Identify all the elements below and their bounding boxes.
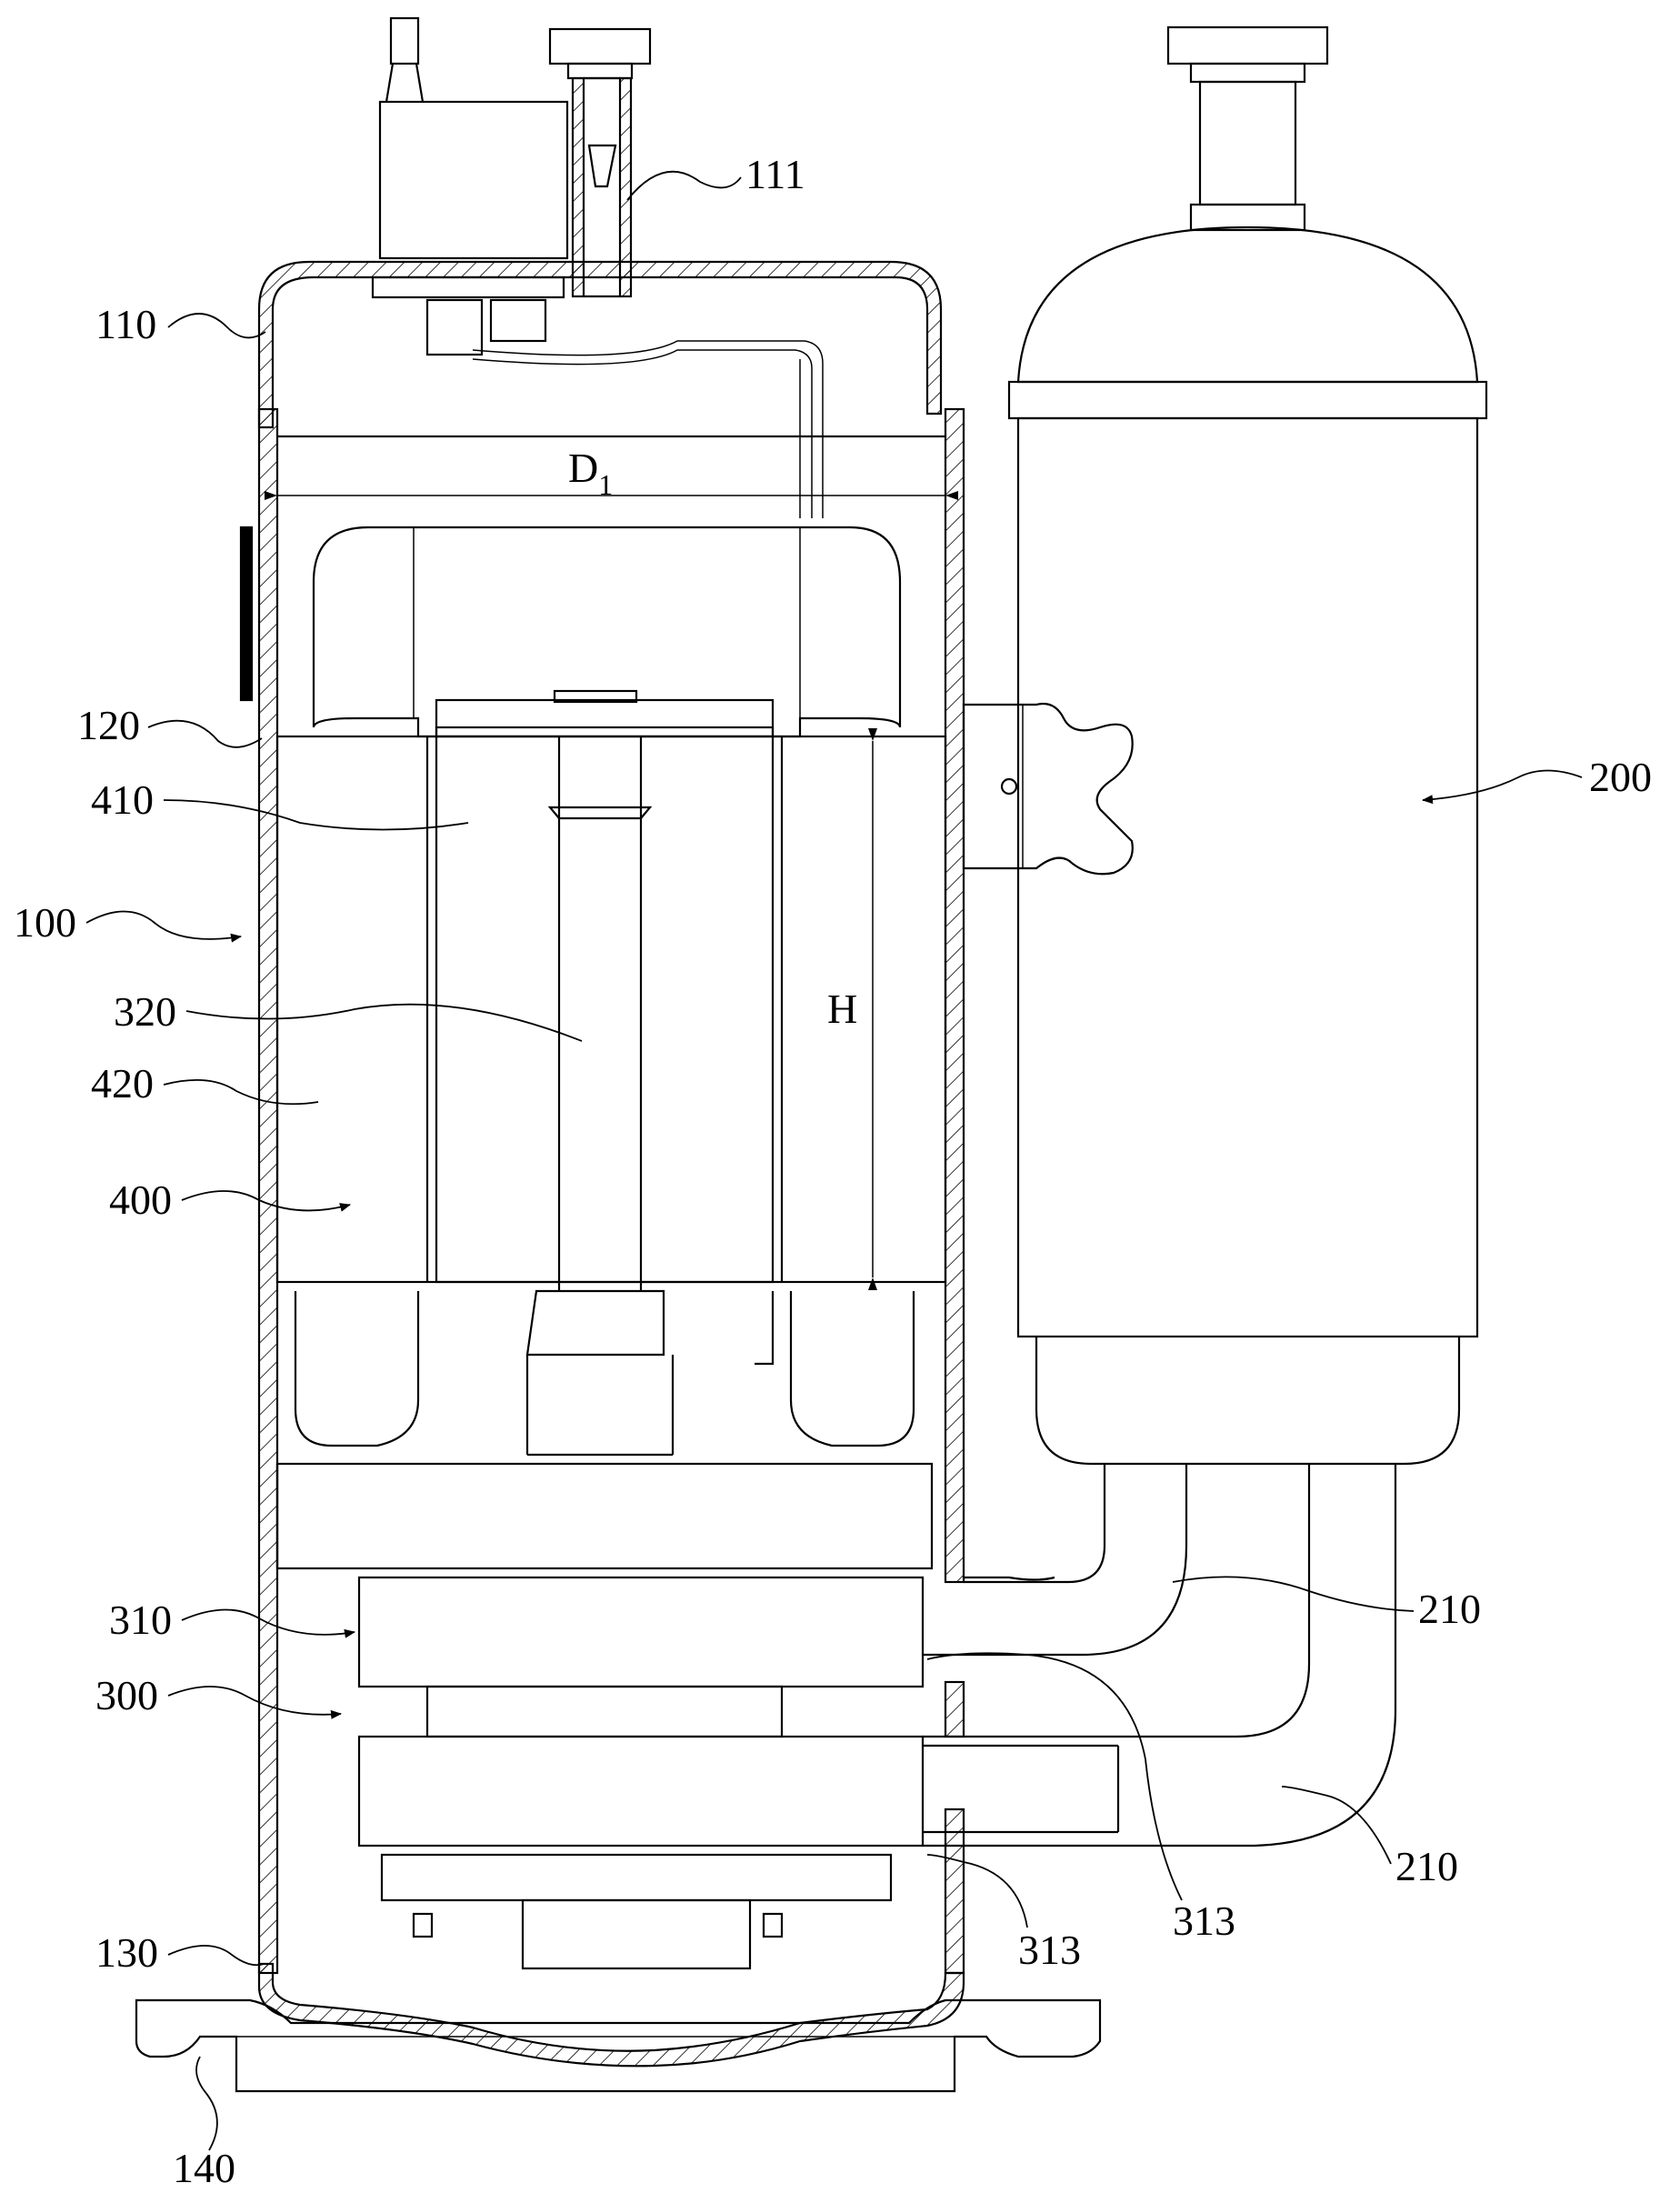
pump-body	[357, 1576, 925, 1970]
main-shell	[239, 407, 965, 1975]
label-210-upper: 210	[1418, 1586, 1481, 1632]
label-100: 100	[14, 899, 76, 946]
mounting-base	[135, 1998, 1102, 2093]
terminal-assembly	[371, 16, 824, 518]
label-110: 110	[95, 301, 156, 347]
label-130: 130	[95, 1929, 158, 1976]
upper-cap	[257, 260, 943, 429]
label-140: 140	[173, 2145, 235, 2191]
label-313-left: 313	[1018, 1927, 1081, 1973]
dim-d-label: D1	[568, 445, 613, 501]
label-420: 420	[91, 1060, 154, 1107]
label-300: 300	[95, 1672, 158, 1718]
label-313-right: 313	[1173, 1898, 1235, 1944]
label-111: 111	[745, 151, 805, 197]
label-310: 310	[109, 1597, 172, 1643]
label-210-lower: 210	[1395, 1843, 1458, 1889]
label-200: 200	[1589, 754, 1652, 800]
label-410: 410	[91, 776, 154, 823]
upper-frame	[312, 526, 902, 738]
accumulator	[962, 25, 1488, 1466]
label-120: 120	[77, 702, 140, 748]
dim-h-label: H	[827, 986, 857, 1032]
dimension-d1: D1	[265, 445, 958, 501]
lower-frame	[294, 1291, 915, 1447]
crankshaft	[525, 736, 675, 1457]
dimension-h: H	[827, 728, 877, 1290]
main-bearing	[275, 1462, 934, 1570]
label-320: 320	[114, 988, 176, 1035]
suction-pipes	[923, 1464, 1397, 1848]
callouts: 111 110 120 410 100 320 420 400 310 300 …	[14, 151, 1652, 2191]
label-400: 400	[109, 1177, 172, 1223]
discharge-pipe	[548, 27, 652, 298]
lower-cap	[257, 1962, 965, 2068]
